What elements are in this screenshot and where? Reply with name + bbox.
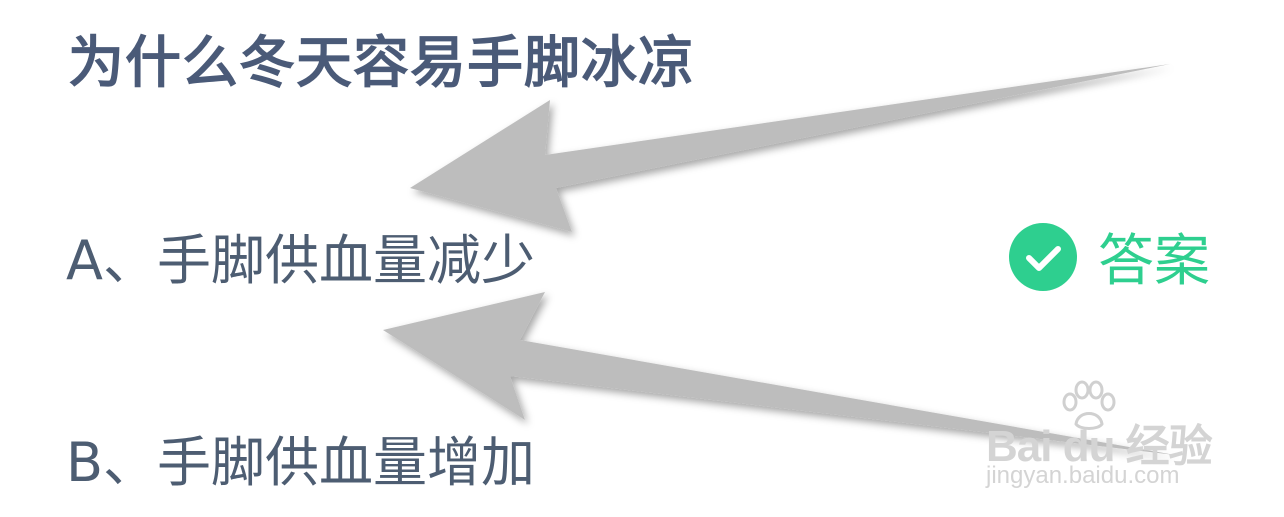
paw-icon xyxy=(1062,380,1116,430)
watermark-brand: Bai du 经验 xyxy=(986,422,1213,471)
check-circle-icon xyxy=(1009,222,1077,291)
option-a[interactable]: A、手脚供血量减少 xyxy=(66,229,535,292)
answer-label: 答案 xyxy=(1098,229,1210,294)
question-title: 为什么冬天容易手脚冰凉 xyxy=(68,31,695,96)
watermark-url: jingyan.baidu.com xyxy=(986,462,1180,489)
watermark: Bai du 经验 jingyan.baidu.com xyxy=(980,380,1230,490)
option-b[interactable]: B、手脚供血量增加 xyxy=(66,431,536,494)
answer-badge: 答案 xyxy=(1008,216,1210,297)
